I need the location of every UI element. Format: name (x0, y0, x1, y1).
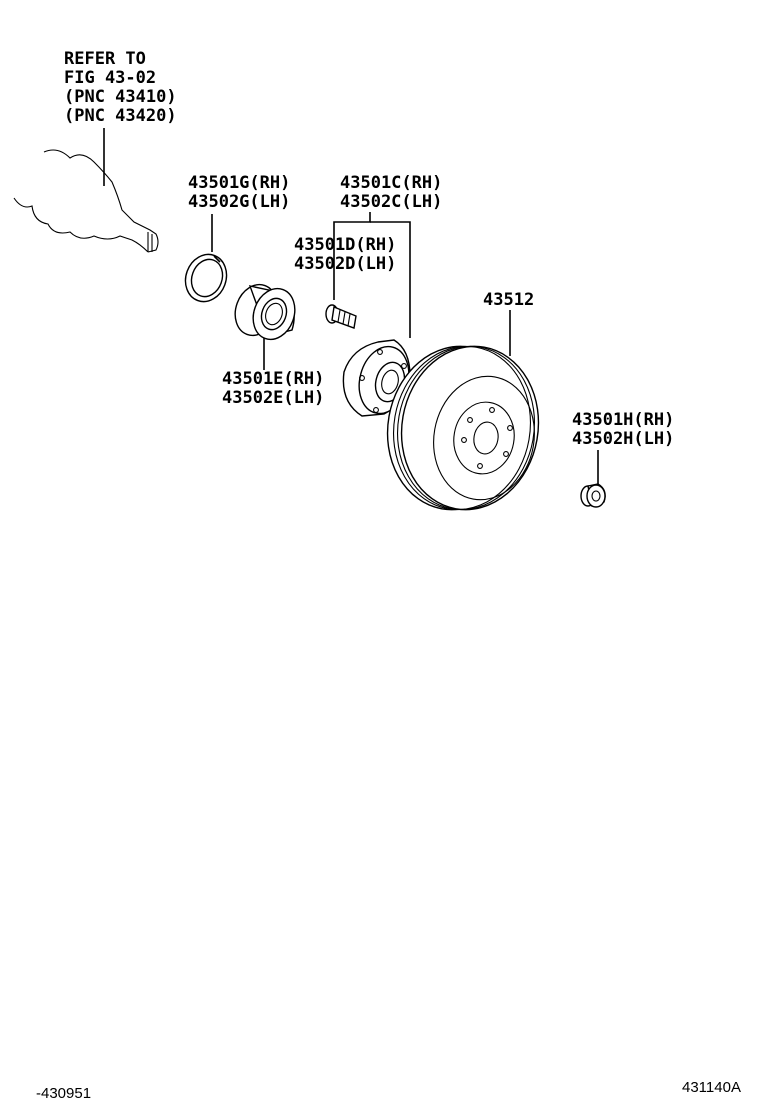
footer-right-code: 431140A (682, 1079, 741, 1096)
bearing-rh-label: 43501E(RH) (222, 369, 324, 389)
bearing-icon (234, 283, 296, 341)
refer-note-line1: REFER TO (64, 49, 146, 69)
bearing[interactable]: 43501E(RH) 43502E(LH) (222, 369, 324, 408)
hub-bolt[interactable]: 43501D(RH) 43502D(LH) (294, 235, 396, 274)
disc-part-number: 43512 (483, 290, 534, 310)
hub-assy-lh-label: 43502C(LH) (340, 192, 442, 212)
snap-ring-rh-label: 43501G(RH) (188, 173, 290, 193)
hub-bolt-rh-label: 43501D(RH) (294, 235, 396, 255)
refer-note[interactable]: REFER TO FIG 43-02 (PNC 43410) (PNC 4342… (64, 49, 177, 126)
refer-note-line3: (PNC 43410) (64, 87, 177, 107)
hub-assy-rh-label: 43501C(RH) (340, 173, 442, 193)
hub-bolt-lh-label: 43502D(LH) (294, 254, 396, 274)
refer-note-line4: (PNC 43420) (64, 106, 177, 126)
hub-assy[interactable]: 43501C(RH) 43502C(LH) (340, 173, 442, 212)
refer-note-line2: FIG 43-02 (64, 68, 156, 88)
snap-ring-icon (184, 253, 228, 303)
disc[interactable]: 43512 (483, 290, 534, 310)
brake-disc-icon (386, 345, 540, 511)
footer-left-code: -430951 (36, 1085, 91, 1102)
hub-bolt-icon (325, 304, 357, 329)
hub-assy-bracket-right (370, 221, 411, 338)
snap-ring-lh-label: 43502G(LH) (188, 192, 290, 212)
lock-nut-rh-label: 43501H(RH) (572, 410, 674, 430)
hub-assy-bracket-left (333, 212, 371, 300)
lock-nut[interactable]: 43501H(RH) 43502H(LH) (572, 410, 674, 449)
lock-nut-lh-label: 43502H(LH) (572, 429, 674, 449)
snap-ring[interactable]: 43501G(RH) 43502G(LH) (188, 173, 290, 212)
lock-nut-icon (580, 483, 606, 508)
bearing-lh-label: 43502E(LH) (222, 388, 324, 408)
drive-shaft-icon (13, 149, 159, 253)
